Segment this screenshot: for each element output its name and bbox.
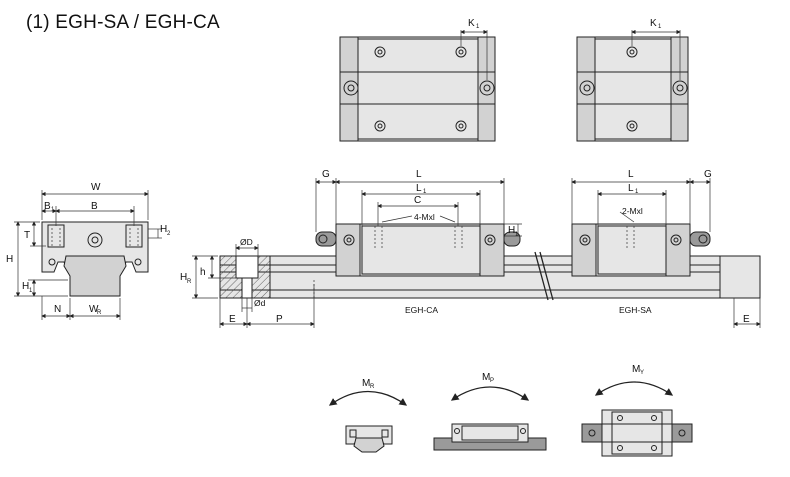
b1-sub: 1 [51, 207, 55, 213]
end-view [14, 190, 162, 320]
k1-label-ca: K [468, 18, 475, 29]
my-sub: Y [640, 370, 644, 376]
l-label-sa: L [628, 169, 634, 180]
e-label-left: E [229, 314, 236, 325]
m4-label: 4-Mxl [414, 212, 435, 222]
c-label: C [414, 195, 421, 206]
k1-label-sa: K [650, 18, 657, 29]
moment-mr-figure [328, 390, 408, 453]
h-label: H [6, 254, 13, 265]
l1-sub-sa: 1 [635, 189, 639, 195]
h-small-label: h [200, 267, 206, 278]
l1-label-ca: L [416, 183, 422, 194]
l-label-ca: L [416, 169, 422, 180]
diagram-title: (1) EGH-SA / EGH-CA [26, 12, 220, 33]
w-label: W [91, 182, 101, 193]
l1-label-sa: L [628, 183, 634, 194]
hr-label: H [180, 272, 187, 283]
mp-label: M [482, 372, 490, 383]
e-label-right: E [743, 314, 750, 325]
k1-sub-ca: 1 [476, 24, 480, 30]
g-label-sa: G [704, 169, 712, 180]
side-view [192, 178, 761, 328]
moment-my-figure [581, 381, 693, 457]
top-view-ca [339, 29, 496, 142]
g-label-ca: G [322, 169, 330, 180]
hr-sub: R [187, 279, 192, 285]
moment-mp-figure [433, 386, 547, 451]
mp-sub: P [490, 378, 494, 384]
wr-sub: R [97, 310, 102, 316]
h1-sub-block: 1 [515, 232, 519, 238]
b-label: B [91, 201, 98, 212]
wr-label: W [89, 304, 99, 315]
h2-sub: 2 [167, 231, 171, 237]
mr-label: M [362, 378, 370, 389]
mr-sub: R [370, 384, 375, 390]
egh-sa-caption: EGH-SA [619, 305, 652, 315]
h1-sub-end: 1 [29, 288, 33, 294]
m2-label: 2-Mxl [622, 206, 643, 216]
h1-label-block: H [508, 225, 515, 236]
n-label: N [54, 304, 61, 315]
my-label: M [632, 364, 640, 375]
p-label: P [276, 314, 283, 325]
h1-label-end: H [22, 281, 29, 292]
d-label: Ød [254, 298, 266, 308]
l1-sub-ca: 1 [423, 189, 427, 195]
egh-ca-caption: EGH-CA [405, 305, 438, 315]
od-label: ØD [240, 237, 253, 247]
b1-label: B [44, 201, 51, 212]
k1-sub-sa: 1 [658, 24, 662, 30]
h2-label: H [160, 224, 167, 235]
t-label: T [24, 230, 30, 241]
top-view-sa [576, 29, 689, 142]
